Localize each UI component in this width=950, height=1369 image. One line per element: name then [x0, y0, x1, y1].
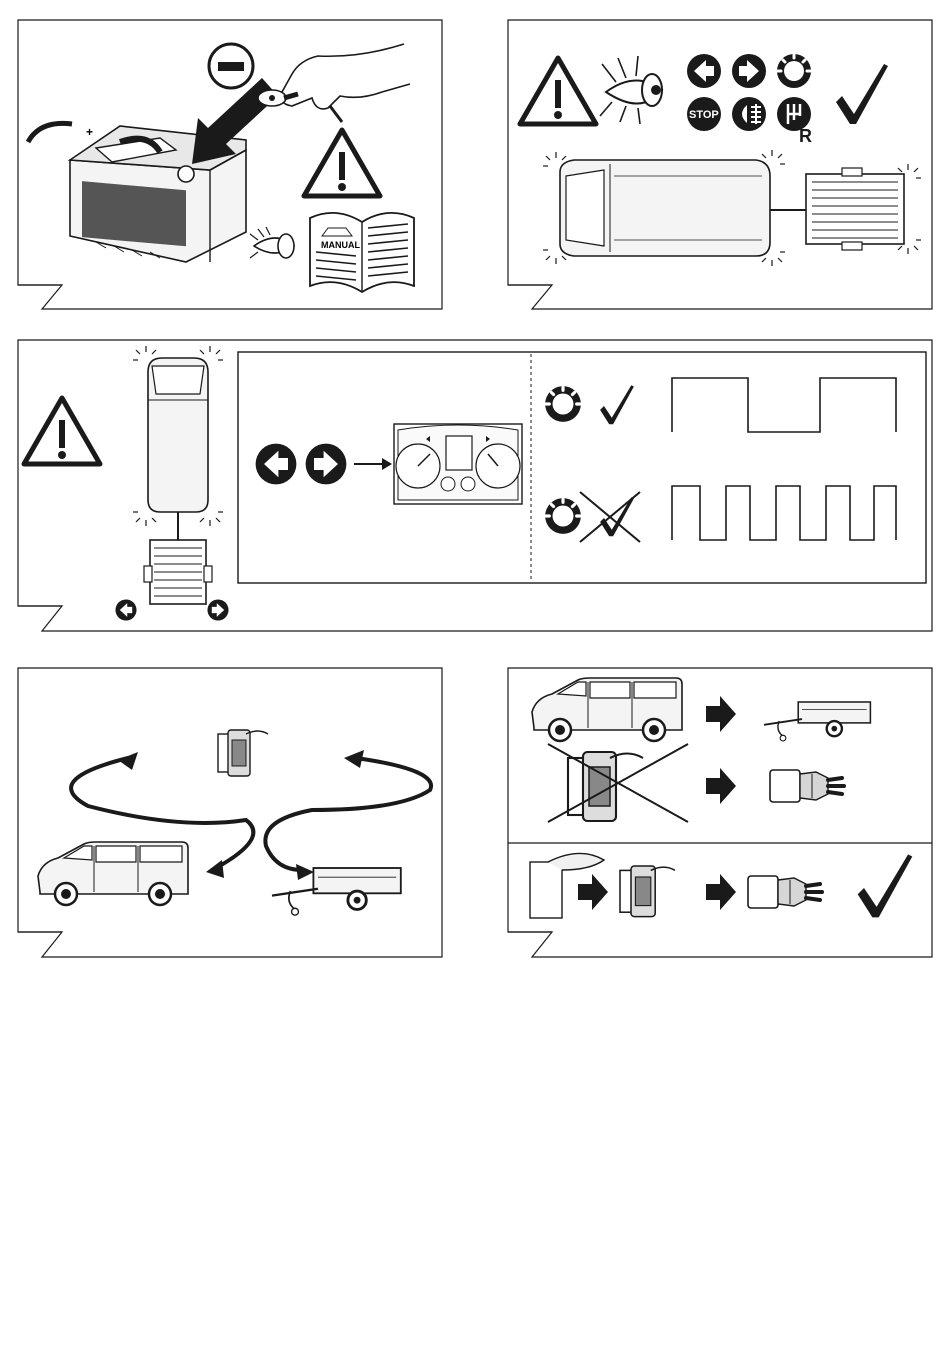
- trailer-icon: [272, 868, 401, 915]
- arrow-icon: [706, 696, 736, 732]
- arrow-icon: [578, 874, 608, 910]
- socket-icon: [620, 866, 675, 917]
- arrow-icon: [706, 768, 736, 804]
- eye-icon: [250, 227, 294, 258]
- slow-flash-signal: [672, 378, 896, 432]
- manual-label: MANUAL: [321, 240, 360, 250]
- hazard-icon: [777, 54, 811, 88]
- left-turn-icon: [687, 54, 721, 88]
- arrow-icon: [706, 874, 736, 910]
- van-top-view: [133, 346, 223, 604]
- panel-connection: [18, 668, 442, 957]
- socket-icon: [218, 730, 268, 776]
- plug-icon: [770, 770, 844, 802]
- dashboard-icon: [394, 424, 522, 504]
- hand-icon: [258, 44, 410, 122]
- van-icon: [532, 678, 682, 741]
- check-icon: [600, 497, 634, 536]
- fast-flash-signal: [672, 486, 896, 540]
- reverse-gear-icon: R: [777, 97, 812, 146]
- check-icon: [858, 854, 913, 917]
- left-turn-icon: [115, 599, 136, 620]
- reverse-label: R: [799, 126, 812, 146]
- panel-adapter: [508, 668, 932, 957]
- minus-icon: [209, 44, 253, 88]
- right-turn-icon: [732, 54, 766, 88]
- plus-label: +: [86, 125, 93, 139]
- left-turn-icon: [256, 444, 297, 485]
- stop-icon: STOP: [687, 97, 721, 131]
- panel-indicator-check: [18, 340, 932, 631]
- check-icon: [836, 64, 888, 124]
- hazard-icon: [545, 386, 581, 422]
- van-top-view: [543, 150, 921, 266]
- eye-icon: [600, 56, 662, 124]
- check-icon: [600, 385, 634, 424]
- right-turn-icon: [306, 444, 347, 485]
- trailer-icon: [764, 702, 870, 741]
- van-icon: [38, 842, 188, 905]
- panel-lights-check: STOP R: [508, 20, 932, 309]
- panel-battery: +: [18, 20, 442, 309]
- stop-label: STOP: [689, 109, 719, 121]
- hazard-icon: [545, 498, 581, 534]
- right-turn-icon: [207, 599, 228, 620]
- fog-light-icon: [732, 97, 766, 131]
- manual-icon: MANUAL: [310, 213, 414, 292]
- warning-icon: [304, 130, 380, 196]
- warning-icon: [520, 58, 596, 124]
- plug-icon: [748, 876, 822, 908]
- warning-icon: [24, 398, 100, 464]
